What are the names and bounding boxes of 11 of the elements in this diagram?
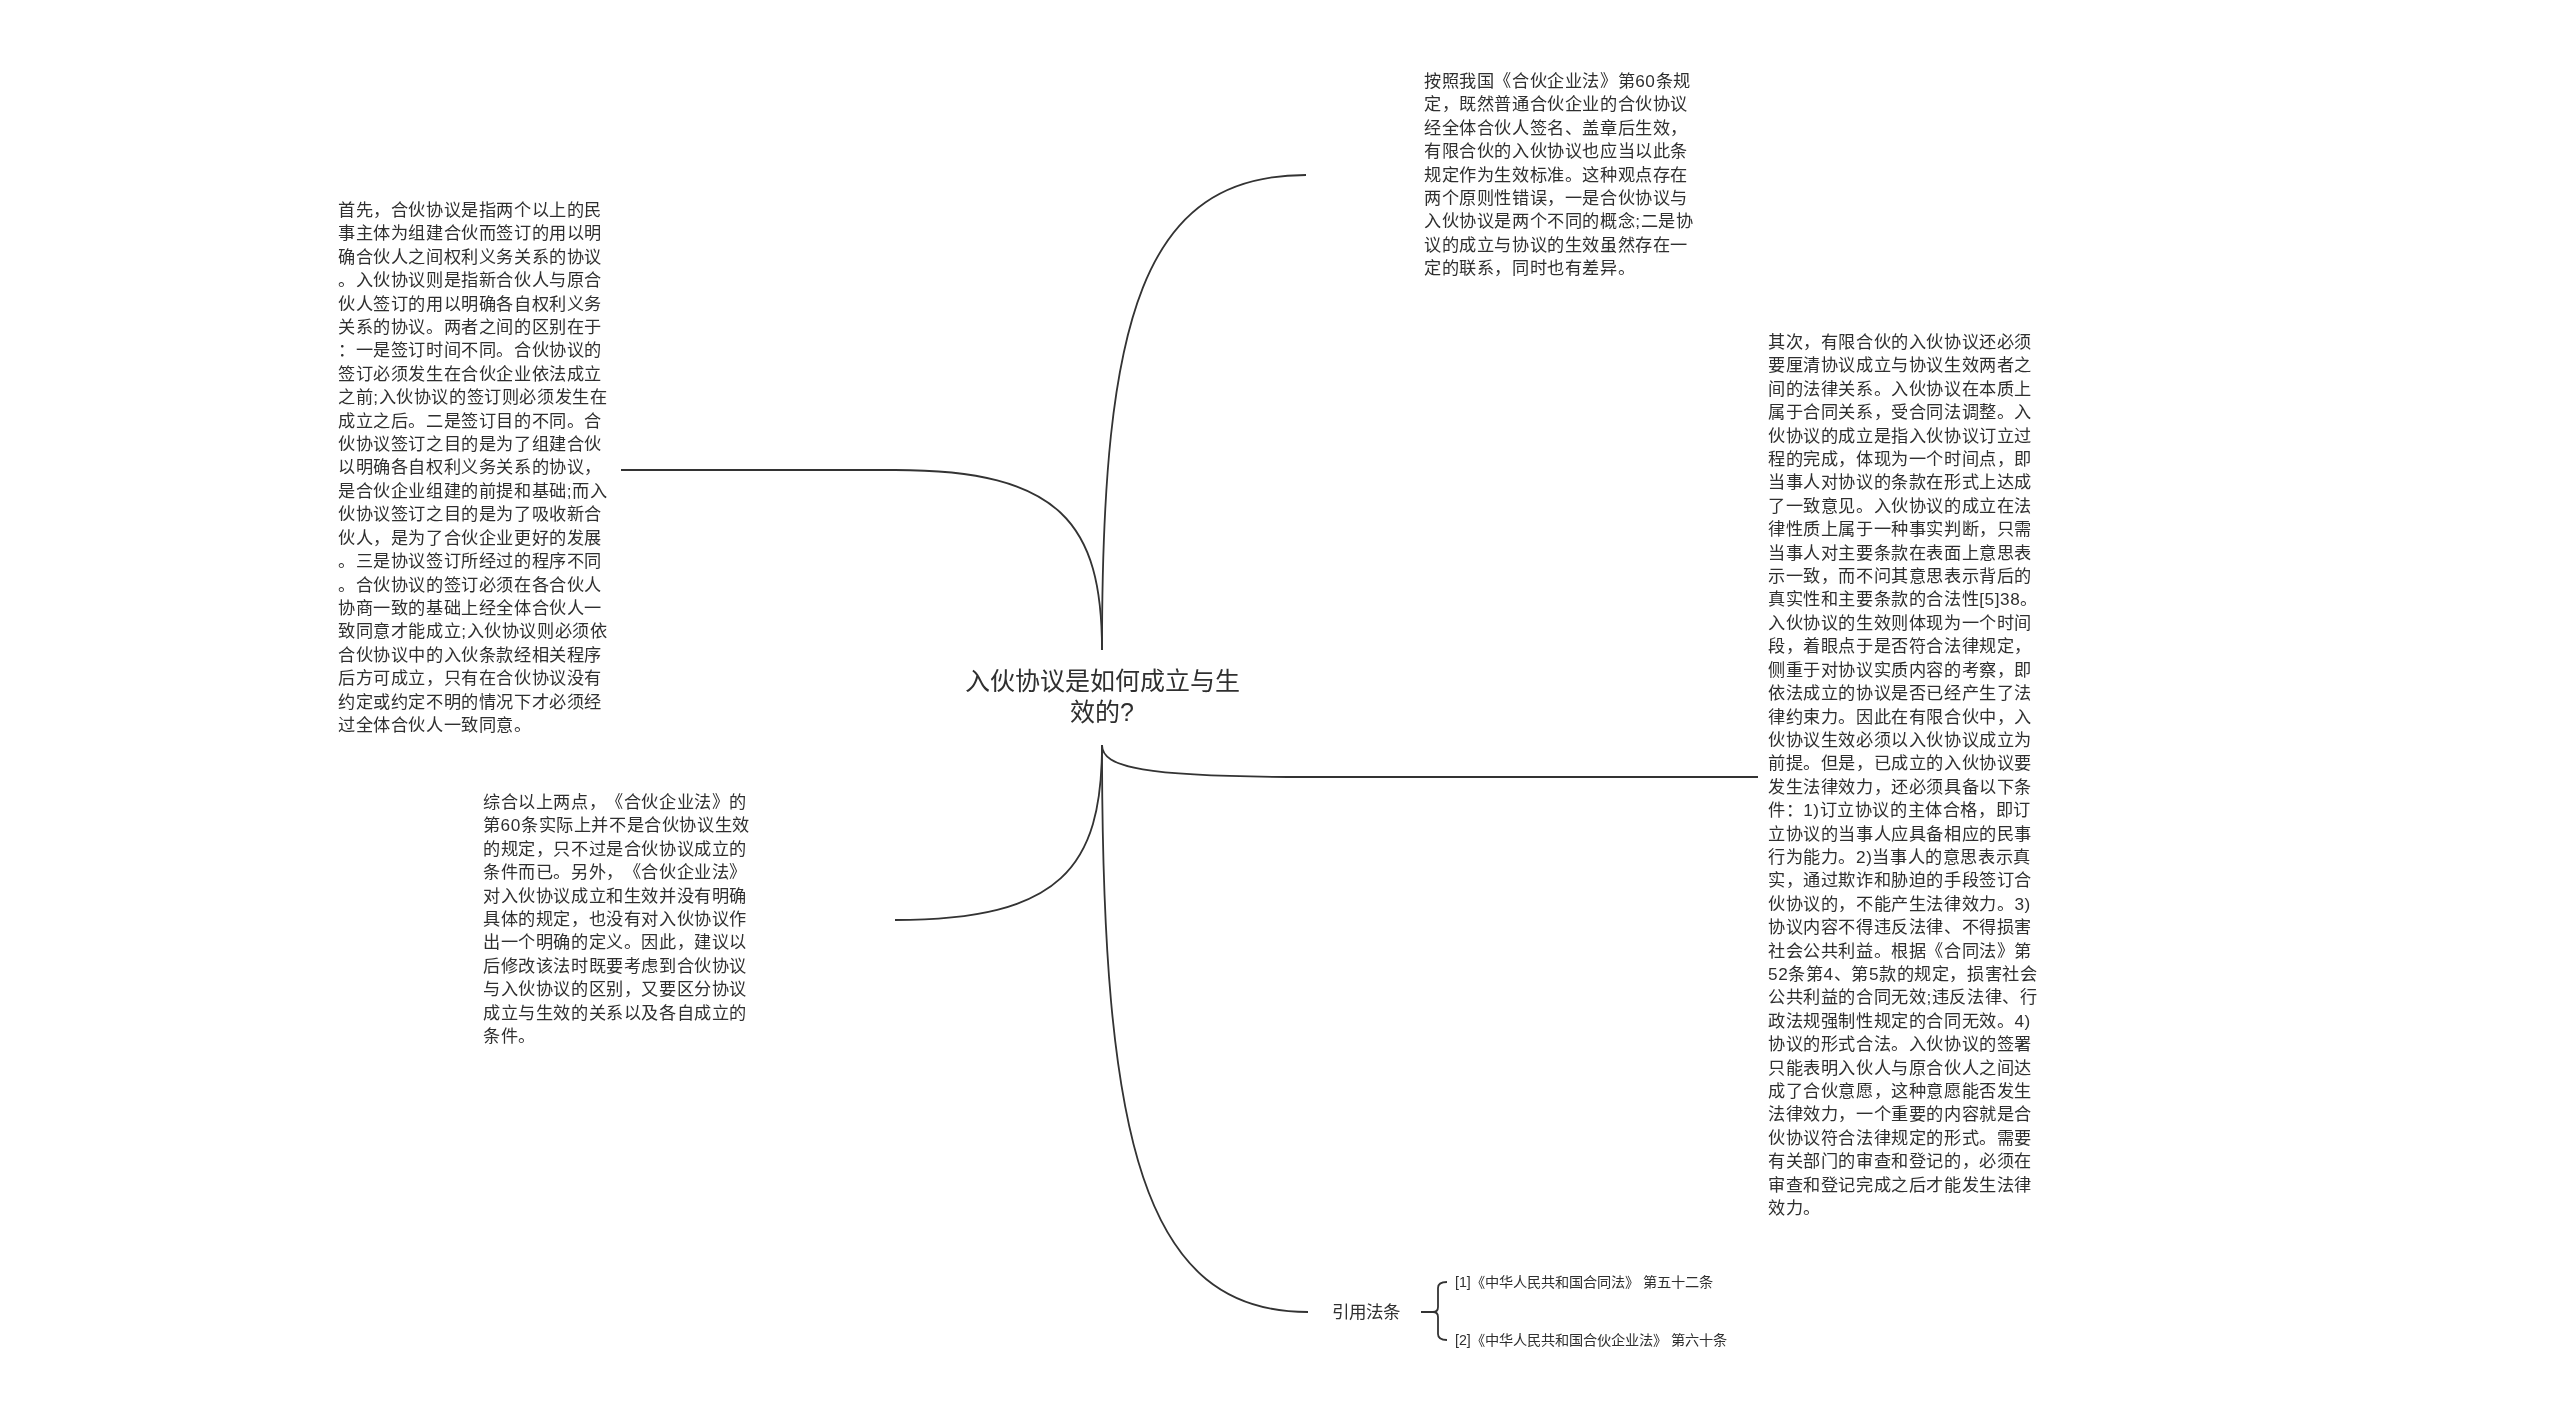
topic-paragraph: 按照我国《合伙企业法》第60条规定，既然普通合伙企业的合伙协议经全体合伙人签名、盖章后生效，有限合伙的入伙协议也应当以此条规定作为生效标准。这种观点存在两个原则性错误，一是合伙协议与入伙协议是两个不同的概念;二是协议的成立与协议的生效虽然存在一定的联系，同时也有差异。 — [1424, 70, 1695, 281]
citation-text: [2]《中华人民共和国合伙企业法》 第六十条 — [1455, 1331, 1727, 1350]
branch-line — [620, 469, 1103, 651]
branch-label: 引用法条 — [1332, 1301, 1400, 1324]
brace-line — [1420, 1311, 1448, 1341]
central-topic: 入伙协议是如何成立与生效的? — [963, 666, 1241, 728]
citation-text: [1]《中华人民共和国合同法》 第五十二条 — [1455, 1273, 1713, 1292]
topic-paragraph: 综合以上两点，《合伙企业法》的第60条实际上并不是合伙协议生效的规定，只不过是合伙协议成立的条件而已。另外，《合伙企业法》对入伙协议成立和生效并没有明确具体的规定，也没有对入伙协议作出一个明确的定义。因此，建议以后修改该法时既要考虑到合伙协议与入伙协议的区别，又要区分协议成立与生效的关系以及各自成立的条件。 — [483, 791, 751, 1049]
topic-paragraph: 其次，有限合伙的入伙协议还必须要厘清协议成立与协议生效两者之间的法律关系。入伙协议在本质上属于合同关系，受合同法调整。入伙协议的成立是指入伙协议订立过程的完成，体现为一个时间点，即当事人对协议的条款在形式上达成了一致意见。入伙协议的成立在法律性质上属于一种事实判断，只需当事人对主要条款在表面上意思表示一致，而不问其意思表示背后的真实性和主要条款的合法性[5]38。入伙协议的生效则体现为一个时间段，着眼点于是否符合法律规定，侧重于对协议实质内容的考察，即依法成立的协议是否已经产生了法律约束力。因此在有限合伙中，入伙协议生效必须以入伙协议成立为前提。但是，已成立的入伙协议要发生法律效力，还必须具备以下条件：1)订立协议的主体合格，即订立协议的当事人应具备相应的民事行为能力。2)当事人的意思表示真实，通过欺诈和胁迫的手段签订合伙协议的，不能产生法律效力。3)协议内容不得违反法律、不得损害社会公共利益。根据《合同法》第52条第4、第5款的规定，损害社会公共利益的合同无效;违反法律、行政法规强制性规定的合同无效。4)协议的形式合法。入伙协议的签署只能表明入伙人与原合伙人之间达成了合伙意愿，这种意愿能否发生法律效力，一个重要的内容就是合伙协议符合法律规定的形式。需要有关部门的审查和登记的，必须在审查和登记完成之后才能发生法律效力。 — [1768, 331, 2040, 1221]
topic-paragraph: 首先，合伙协议是指两个以上的民事主体为组建合伙而签订的用以明确合伙人之间权利义务关系的协议。入伙协议则是指新合伙人与原合伙人签订的用以明确各自权利义务关系的协议。两者之间的区别在于：一是签订时间不同。合伙协议的签订必须发生在合伙企业依法成立之前;入伙协议的签订则必须发生在成立之后。二是签订目的不同。合伙协议签订之目的是为了组建合伙以明确各自权利义务关系的协议，是合伙企业组建的前提和基础;而入伙协议签订之目的是为了吸收新合伙人，是为了合伙企业更好的发展。三是协议签订所经过的程序不同。合伙协议的签订必须在各合伙人协商一致的基础上经全体合伙人一致同意才能成立;入伙协议则必须依合伙协议中的入伙条款经相关程序后方可成立，只有在合伙协议没有约定或约定不明的情况下才必须经过全体合伙人一致同意。 — [338, 199, 609, 737]
branch-line — [1101, 744, 1309, 1313]
